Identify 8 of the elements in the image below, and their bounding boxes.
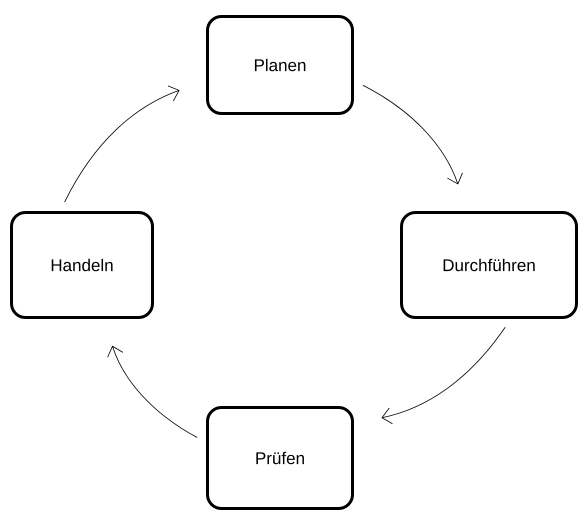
process-box: Prüfen [206,406,354,510]
arrow [107,346,198,438]
arrow [362,84,463,185]
arrow [381,326,506,424]
arrow [64,86,180,202]
process-box: Durchführen [400,211,578,319]
process-box: Planen [206,15,354,115]
process-box: Handeln [10,211,154,319]
